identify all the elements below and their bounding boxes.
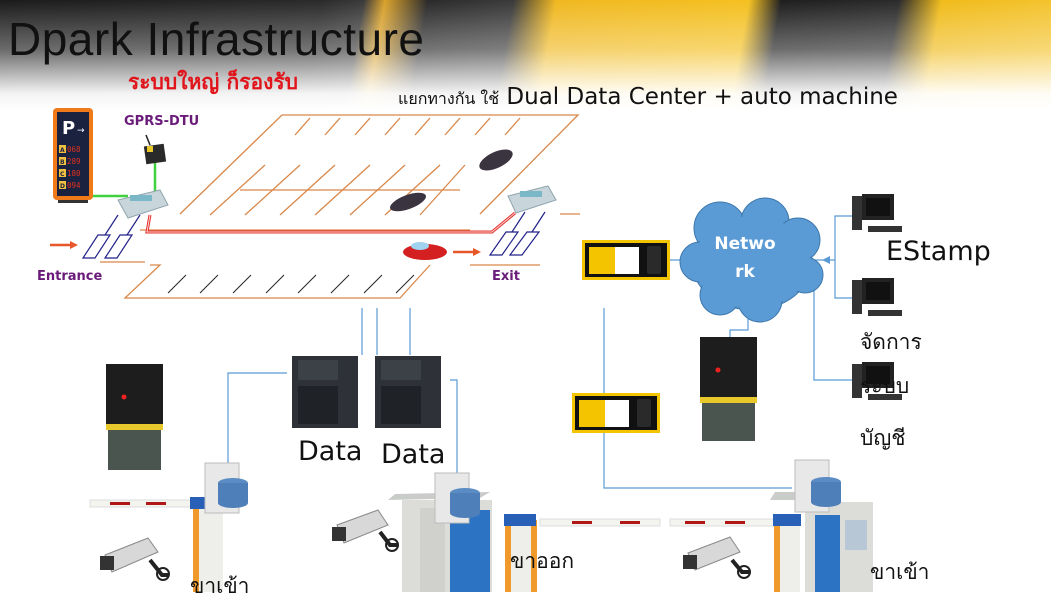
cctv-camera-icon-2 [332,509,399,552]
estamp-label: EStamp [886,236,991,267]
card-reader-kiosk [582,240,670,280]
cctv-camera-icon-3 [683,536,751,579]
sign-zone-c: C [60,171,65,178]
barrier-gate-exit [504,514,661,592]
accounting-label: บัญชี [860,426,906,450]
sign-zone-d: D [60,183,65,190]
tagline: แยกทางกัน ใช้ Dual Data Center + auto ma… [398,84,898,112]
data-server-2-label: Data [381,439,446,470]
payment-machine-2 [106,364,163,470]
exit-label: Exit [492,269,520,284]
entrance-loop-detectors [81,214,141,259]
gprs-dtu-device [143,134,167,165]
server-tower-1 [292,356,358,428]
entry-gate-left-label: ขาเข้า [190,574,250,598]
local-server-left [204,462,248,514]
gprs-dtu-label: GPRS-DTU [124,114,200,129]
barrier-gate-entry-right [669,514,801,592]
car-icon [389,149,513,260]
subtitle-thai: ระบบใหญ่ ก็รองรับ [128,70,298,94]
parking-sign-symbol: P [62,118,75,139]
sign-row-d: 094 [67,181,81,190]
workstation-management [852,278,902,316]
entry-gate-right-label: ขาเข้า [870,560,930,584]
local-server-right [794,459,841,513]
barrier-gate-entry-left [89,497,223,592]
network-label-line2: rk [735,262,755,282]
header-banner [0,0,1051,110]
server-tower-2 [375,356,441,428]
lower-stall-lines [167,274,415,294]
exit-arrow-icon [453,248,481,256]
workstation-estamp [852,194,902,232]
network-cloud-label: Netwo rk [700,230,790,286]
management-label: จัดการ [860,330,922,354]
local-server-middle [434,472,480,524]
tagline-thai: แยกทางกัน ใช้ [398,89,500,108]
exit-gate-label: ขาออก [510,549,575,573]
sign-row-c: 180 [67,169,81,178]
page-title: Dpark Infrastructure [8,13,425,65]
parking-availability-sign: P → 068 289 180 094 A B C D [53,108,93,203]
exit-controller [507,185,557,214]
entrance-arrow-icon [50,241,78,249]
card-reader-kiosk-2 [572,393,660,433]
sign-row-b: 289 [67,157,81,166]
cctv-camera-icon [100,537,170,581]
data-server-1-label: Data [298,436,363,467]
controller-cable [145,211,516,234]
exit-loop-detectors [488,211,546,256]
network-links [227,215,860,489]
system-label: ระบบ [860,374,910,398]
parking-lot [100,114,580,299]
guard-booth-right [770,492,873,592]
svg-text:→: → [77,126,85,136]
tagline-english: Dual Data Center + auto machine [499,84,898,110]
workstation-accounting [852,362,902,400]
entrance-label: Entrance [37,269,103,284]
sign-row-a: 068 [67,145,81,154]
payment-machine [700,337,757,441]
network-label-line1: Netwo [714,234,776,254]
sign-zone-b: B [60,159,65,166]
entrance-controller [117,189,169,219]
sign-zone-a: A [60,147,65,154]
